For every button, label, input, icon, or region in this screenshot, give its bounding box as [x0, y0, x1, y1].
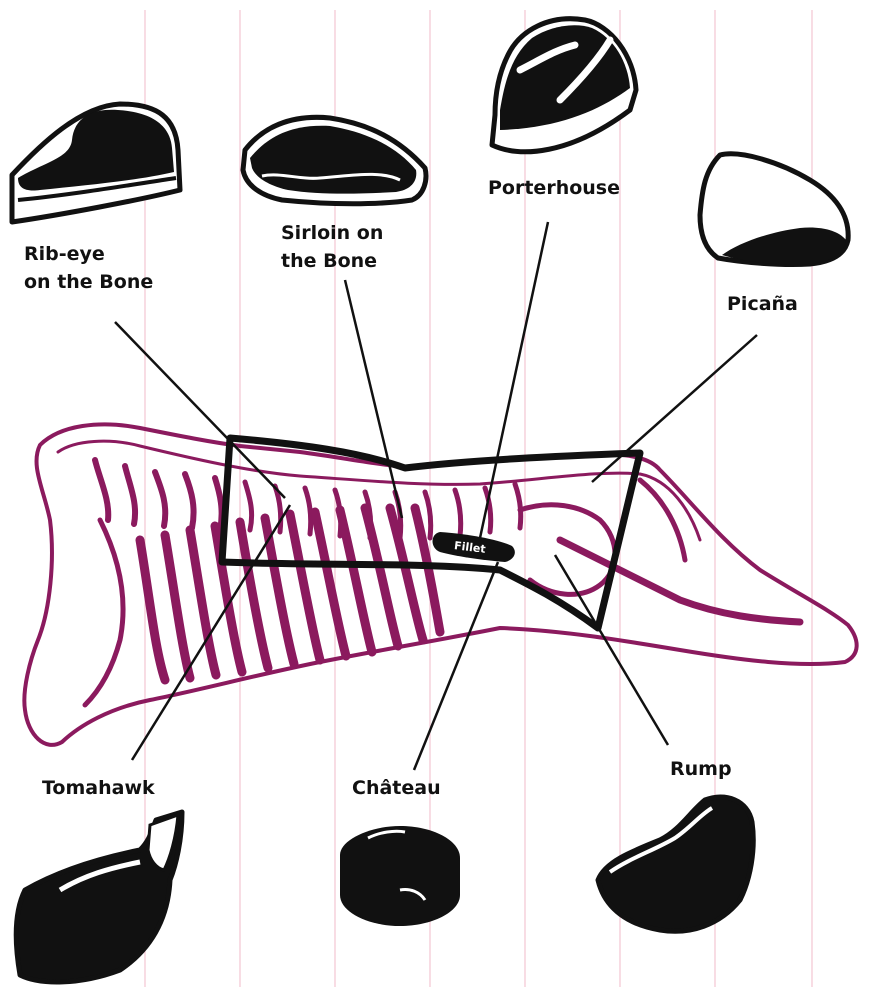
sirloin-label-line2: the Bone [281, 250, 377, 272]
rib-eye-label-line1b: eye [67, 243, 105, 265]
sirloin-label: Sirloin on the Bone [281, 219, 383, 275]
chateau-leader-line [414, 562, 498, 770]
chateau-steak-icon [340, 826, 460, 926]
chateau-label: Château [352, 774, 441, 802]
rib-eye-label: Rib-eye on the Bone [24, 240, 153, 296]
sirloin-label-line1: Sirloin on [281, 222, 383, 244]
rump-steak-icon [598, 797, 753, 931]
picana-leader-line [592, 335, 757, 482]
rib-eye-label-line1: Rib- [24, 243, 67, 265]
rib-eye-label-line2: on the Bone [24, 271, 153, 293]
porterhouse-steak-icon [492, 19, 636, 152]
picana-label: Picaña [727, 290, 798, 318]
porterhouse-label: Porterhouse [488, 174, 620, 202]
rib-eye-steak-icon [12, 104, 180, 222]
picana-steak-icon [700, 154, 848, 265]
tomahawk-steak-icon [16, 812, 182, 982]
sirloin-steak-icon [243, 117, 426, 203]
tomahawk-label: Tomahawk [42, 774, 155, 802]
rump-label: Rump [670, 755, 732, 783]
rib-eye-leader-line [115, 322, 285, 498]
porterhouse-leader-line [480, 222, 548, 538]
beef-carcass-skeleton-icon [24, 424, 856, 745]
